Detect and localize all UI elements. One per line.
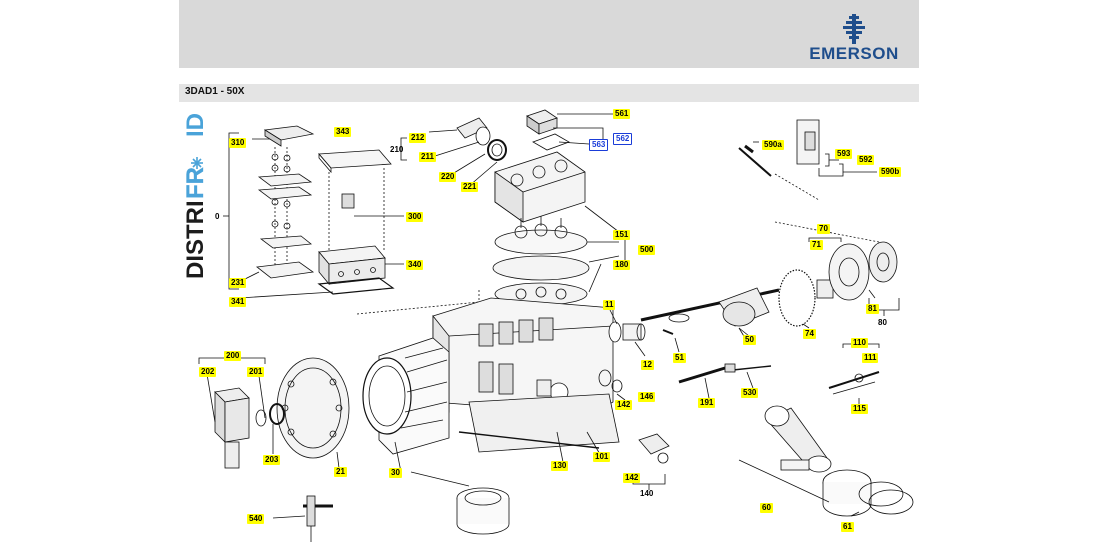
emerson-logo-icon xyxy=(843,14,865,44)
part-label-530[interactable]: 530 xyxy=(741,388,759,398)
part-label-50[interactable]: 50 xyxy=(743,335,756,345)
emerson-logo[interactable]: EMERSON xyxy=(799,14,909,66)
exploded-view-diagram: 310 0 343 300 340 231 341 212 210 211 22… xyxy=(179,102,919,550)
snowflake-icon xyxy=(191,157,203,169)
part-label-343[interactable]: 343 xyxy=(334,127,352,137)
part-label-140[interactable]: 140 xyxy=(640,489,654,498)
svg-text:DISTRI: DISTRI xyxy=(182,200,209,279)
brand-name: EMERSON xyxy=(809,44,899,63)
part-label-561[interactable]: 561 xyxy=(613,109,631,119)
part-label-590a[interactable]: 590a xyxy=(762,140,784,150)
part-label-146[interactable]: 146 xyxy=(638,392,656,402)
part-label-180[interactable]: 180 xyxy=(613,260,631,270)
part-label-60[interactable]: 60 xyxy=(760,503,773,513)
part-label-340[interactable]: 340 xyxy=(406,260,424,270)
part-label-110[interactable]: 110 xyxy=(851,338,868,348)
part-label-191[interactable]: 191 xyxy=(698,398,716,408)
part-label-151[interactable]: 151 xyxy=(613,230,631,240)
part-label-101[interactable]: 101 xyxy=(593,452,611,462)
part-label-563[interactable]: 563 xyxy=(589,139,609,151)
part-label-51[interactable]: 51 xyxy=(673,353,686,363)
part-label-142b[interactable]: 142 xyxy=(623,473,641,483)
part-label-231[interactable]: 231 xyxy=(229,278,247,288)
part-label-592[interactable]: 592 xyxy=(857,155,875,165)
svg-text:FR: FR xyxy=(182,167,209,199)
svg-text:ID: ID xyxy=(182,113,209,137)
part-label-80[interactable]: 80 xyxy=(878,318,887,327)
part-label-341[interactable]: 341 xyxy=(229,297,247,307)
parts-diagram-page: EMERSON 3DAD1 - 50X DISTRI FR ID xyxy=(179,0,919,550)
part-label-11[interactable]: 11 xyxy=(603,300,616,310)
part-label-593[interactable]: 593 xyxy=(835,149,853,159)
part-label-71[interactable]: 71 xyxy=(810,240,823,250)
part-label-74[interactable]: 74 xyxy=(803,329,816,339)
model-title-bar: 3DAD1 - 50X xyxy=(179,84,919,102)
compressor-drawing xyxy=(198,109,914,542)
part-label-111[interactable]: 111 xyxy=(862,353,879,363)
distrifroid-logo-icon: DISTRI FR ID xyxy=(182,113,209,279)
part-label-590b[interactable]: 590b xyxy=(879,167,902,177)
part-label-500[interactable]: 500 xyxy=(638,245,656,255)
part-label-212[interactable]: 212 xyxy=(409,133,427,143)
part-label-221[interactable]: 221 xyxy=(461,182,479,192)
part-label-210[interactable]: 210 xyxy=(390,145,404,154)
part-label-220[interactable]: 220 xyxy=(439,172,457,182)
part-label-30[interactable]: 30 xyxy=(389,468,402,478)
part-label-300[interactable]: 300 xyxy=(406,212,424,222)
part-label-130[interactable]: 130 xyxy=(551,461,569,471)
model-title: 3DAD1 - 50X xyxy=(185,86,245,97)
part-label-21[interactable]: 21 xyxy=(334,467,347,477)
part-label-115[interactable]: 115 xyxy=(851,404,868,414)
part-label-0[interactable]: 0 xyxy=(215,212,220,221)
part-label-540[interactable]: 540 xyxy=(247,514,265,524)
part-label-211[interactable]: 211 xyxy=(419,152,436,162)
part-label-81[interactable]: 81 xyxy=(866,304,879,314)
part-label-203[interactable]: 203 xyxy=(263,455,281,465)
part-label-310[interactable]: 310 xyxy=(229,138,247,148)
part-label-200[interactable]: 200 xyxy=(224,351,242,361)
part-label-142[interactable]: 142 xyxy=(615,400,633,410)
part-label-61[interactable]: 61 xyxy=(841,522,854,532)
part-label-202[interactable]: 202 xyxy=(199,367,217,377)
part-label-12[interactable]: 12 xyxy=(641,360,654,370)
part-label-562[interactable]: 562 xyxy=(613,133,633,145)
header-bar: EMERSON xyxy=(179,0,919,68)
part-label-201[interactable]: 201 xyxy=(247,367,265,377)
part-label-70[interactable]: 70 xyxy=(817,224,830,234)
distrifroid-brand: DISTRI FR ID xyxy=(181,103,213,283)
